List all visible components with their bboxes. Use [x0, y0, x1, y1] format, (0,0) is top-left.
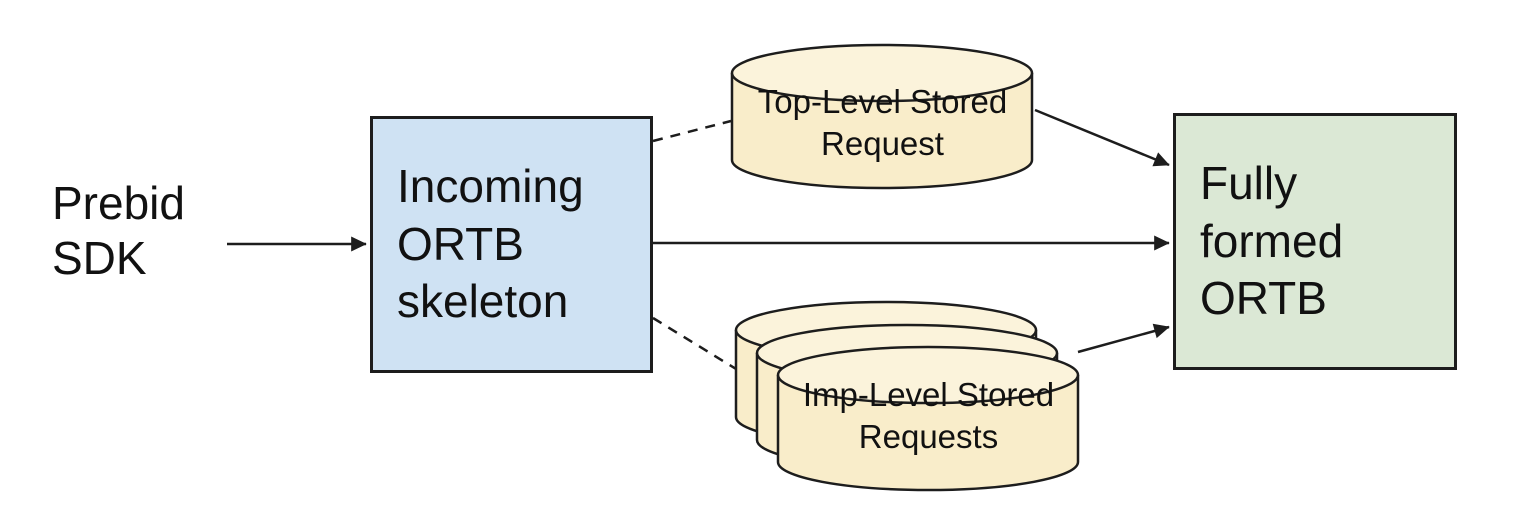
arrow-imp-stored-to-fully-formed — [1077, 323, 1170, 354]
top-level-stored-request-label: Top-Level Stored Request — [757, 83, 1008, 162]
dashed-link-incoming-to-top-stored — [652, 119, 732, 143]
incoming-ortb-label: Incoming ORTB skeleton — [397, 160, 584, 328]
imp-level-stored-requests-label: Imp-Level Stored Requests — [802, 376, 1055, 455]
incoming-ortb-box: Incoming ORTB skeleton — [370, 116, 653, 373]
fully-formed-ortb-label: Fully formed ORTB — [1200, 157, 1344, 325]
prebid-sdk-label: Prebid SDK — [52, 177, 185, 285]
dashed-link-incoming-to-imp-stored — [652, 316, 742, 374]
fully-formed-ortb-box: Fully formed ORTB — [1173, 113, 1457, 370]
arrow-top-stored-to-fully-formed — [1034, 108, 1170, 167]
